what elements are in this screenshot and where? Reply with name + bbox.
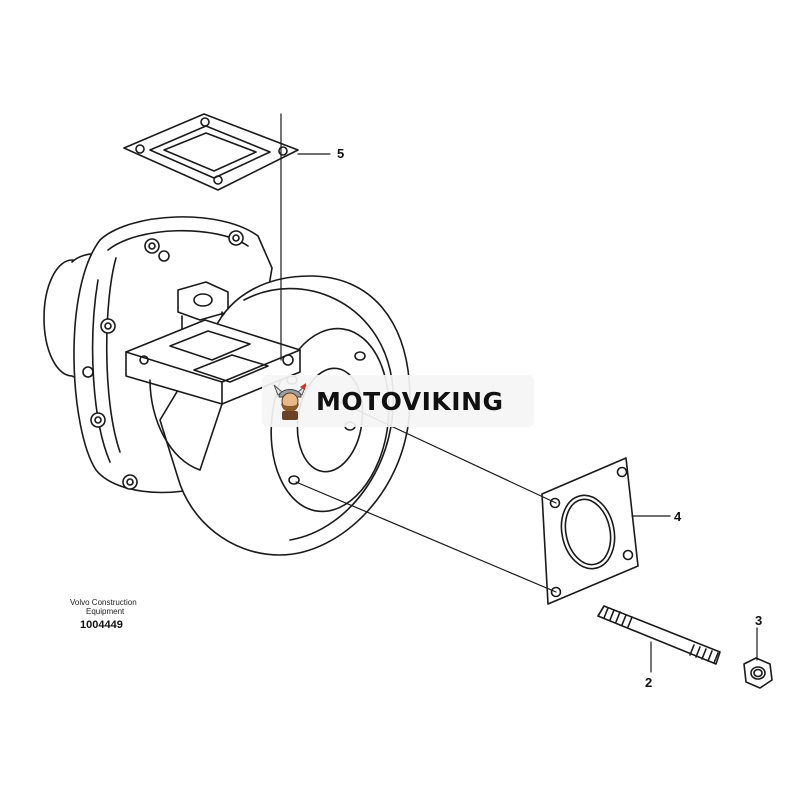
stud-part-2 <box>597 605 721 665</box>
credit-line-1: Volvo Construction <box>70 598 137 607</box>
callout-part-2: 2 <box>645 675 653 690</box>
drawing-number: 1004449 <box>80 619 123 631</box>
gasket-part-5 <box>123 113 299 191</box>
callout-part-4: 4 <box>674 509 682 524</box>
gasket-part-4 <box>541 457 639 605</box>
callout-part-5: 5 <box>337 146 345 161</box>
credit-line-2: Equipment <box>86 607 125 616</box>
callout-part-3: 3 <box>755 613 763 628</box>
brand-name: MOTOVIKING <box>316 386 504 416</box>
turbine-inlet-flange <box>125 319 301 471</box>
viking-mascot-icon <box>273 383 307 420</box>
motoviking-watermark: MOTOVIKING <box>262 375 534 427</box>
nut-part-3 <box>743 657 773 689</box>
credit-text: Volvo Construction Equipment <box>70 598 190 616</box>
